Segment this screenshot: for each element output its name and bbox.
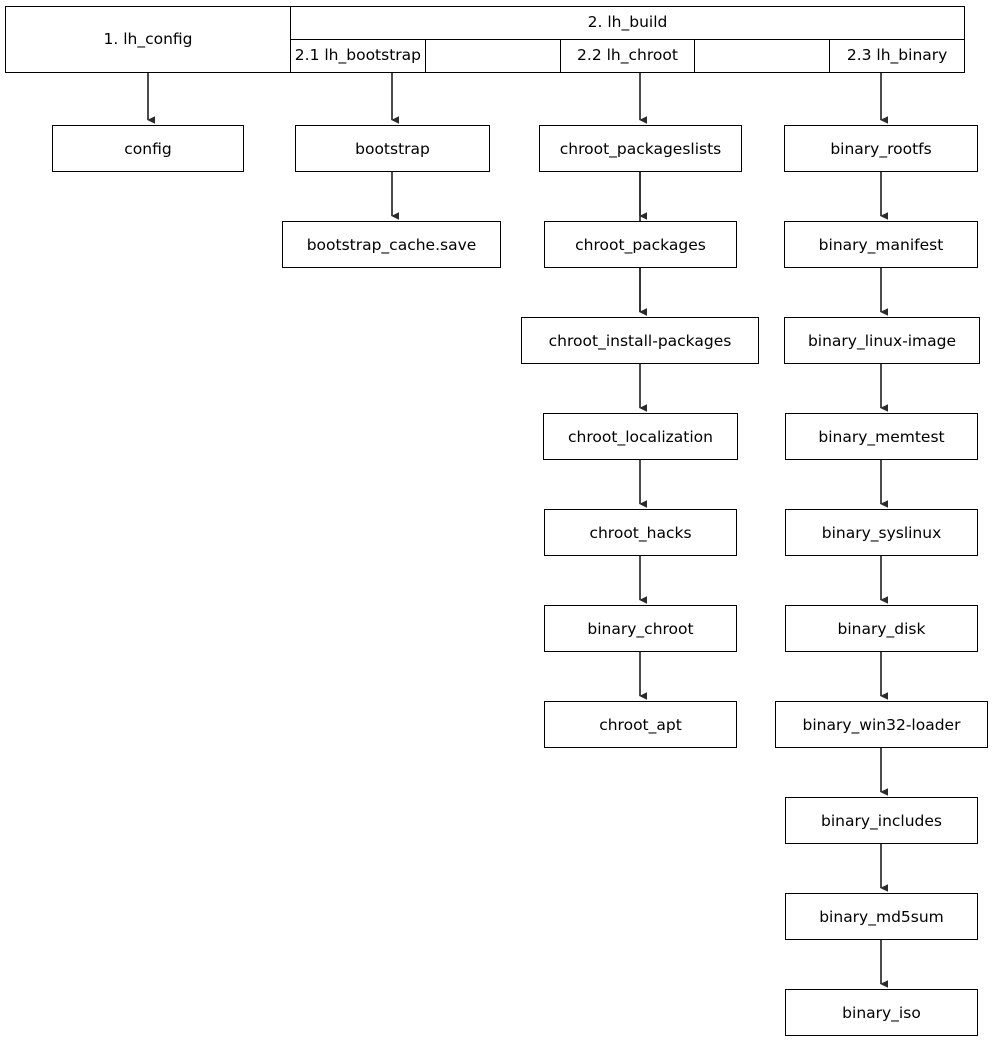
header-row-bottom: 2.1 lh_bootstrap 2.2 lh_chroot 2.3 lh_bi… bbox=[6, 39, 965, 73]
header-cell-lh-bootstrap: 2.1 lh_bootstrap bbox=[290, 39, 426, 73]
node-binary-md5sum[interactable]: binary_md5sum bbox=[785, 893, 978, 940]
node-config[interactable]: config bbox=[52, 125, 244, 172]
node-binary-iso[interactable]: binary_iso bbox=[785, 989, 978, 1036]
node-binary-manifest[interactable]: binary_manifest bbox=[784, 221, 978, 268]
header-cell-lh-chroot: 2.2 lh_chroot bbox=[559, 39, 696, 73]
node-binary-linux-image[interactable]: binary_linux-image bbox=[784, 317, 980, 364]
stage-header-table: 1. lh_config 2. lh_build 2.1 lh_bootstra… bbox=[5, 6, 965, 73]
node-binary-rootfs[interactable]: binary_rootfs bbox=[784, 125, 978, 172]
node-binary-includes[interactable]: binary_includes bbox=[785, 797, 978, 844]
node-bootstrap[interactable]: bootstrap bbox=[295, 125, 490, 172]
node-binary-disk[interactable]: binary_disk bbox=[785, 605, 978, 652]
node-binary-memtest[interactable]: binary_memtest bbox=[785, 413, 978, 460]
node-chroot-install-packages[interactable]: chroot_install-packages bbox=[521, 317, 759, 364]
node-bootstrap-cache-save[interactable]: bootstrap_cache.save bbox=[282, 221, 501, 268]
node-chroot-localization[interactable]: chroot_localization bbox=[543, 413, 738, 460]
header-cell-lh-build: 2. lh_build bbox=[290, 6, 965, 40]
header-cell-lh-config: 1. lh_config bbox=[5, 6, 291, 73]
node-chroot-packageslists[interactable]: chroot_packageslists bbox=[539, 125, 742, 172]
node-binary-chroot[interactable]: binary_chroot bbox=[544, 605, 737, 652]
header-cell-spacer-2 bbox=[694, 39, 831, 73]
node-binary-win32-loader[interactable]: binary_win32-loader bbox=[775, 701, 988, 748]
node-chroot-apt[interactable]: chroot_apt bbox=[544, 701, 737, 748]
header-cell-spacer-1 bbox=[424, 39, 561, 73]
header-cell-lh-binary: 2.3 lh_binary bbox=[829, 39, 965, 73]
node-binary-syslinux[interactable]: binary_syslinux bbox=[785, 509, 978, 556]
node-chroot-hacks[interactable]: chroot_hacks bbox=[544, 509, 737, 556]
node-chroot-packages[interactable]: chroot_packages bbox=[544, 221, 737, 268]
header-row-top: 1. lh_config 2. lh_build bbox=[5, 6, 965, 73]
